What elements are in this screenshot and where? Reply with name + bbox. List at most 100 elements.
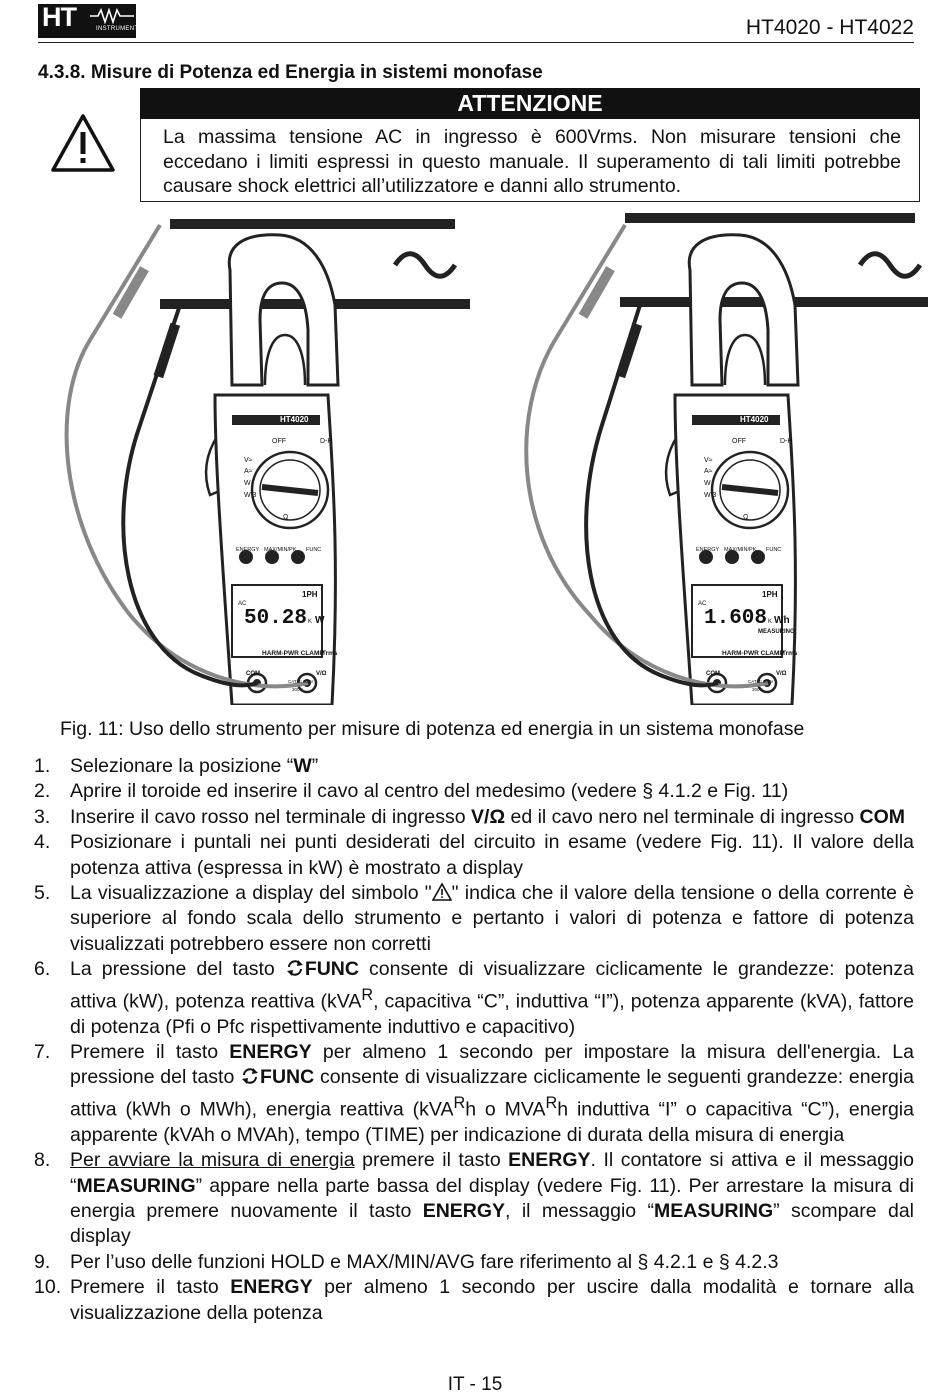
item-number: 2. bbox=[34, 780, 51, 803]
step-text: Premere il tasto bbox=[70, 1040, 230, 1063]
step-text: h induttiva “I” o capacitiva “C”), energ… bbox=[70, 1098, 914, 1146]
brand-left: HT4020 bbox=[280, 415, 309, 424]
lcd-ph-right: 1PH bbox=[762, 590, 778, 599]
step-text: premere il tasto bbox=[354, 1149, 509, 1172]
item-number: 6. bbox=[34, 958, 51, 981]
step-text: Aprire il toroide ed inserire il cavo al… bbox=[70, 780, 789, 803]
dial-w-right: W bbox=[704, 480, 711, 487]
step-text: ” appare nella parte bassa del display (… bbox=[70, 1174, 914, 1222]
step-text: h o MVA bbox=[465, 1098, 546, 1121]
black-lead-right bbox=[584, 304, 719, 688]
btn-maxmin-right: MAX/MIN/PK bbox=[724, 547, 757, 553]
section-title: 4.3.8. Misure di Potenza ed Energia in s… bbox=[38, 62, 543, 83]
lcd-ac-left: AC bbox=[238, 601, 247, 607]
btn-func-left: FUNC bbox=[306, 547, 321, 553]
step-keyword: MEASURING bbox=[653, 1199, 774, 1222]
superscript: R bbox=[453, 1093, 466, 1112]
step-keyword: ENERGY bbox=[508, 1149, 591, 1172]
warning-small-icon bbox=[431, 882, 453, 901]
step-keyword: ENERGY bbox=[422, 1199, 506, 1222]
com-right: COM bbox=[706, 671, 720, 677]
red-lead-left bbox=[64, 223, 309, 689]
dial-w-left: W bbox=[244, 480, 251, 487]
dial-ohm-right: Ω bbox=[743, 514, 748, 521]
black-probe-left bbox=[153, 322, 181, 379]
list-item: 8. Per avviare la misura di energia preme… bbox=[34, 1148, 914, 1250]
step-text: consente di visualizzare ciclicamente le… bbox=[70, 958, 914, 1013]
list-item: 7.Premere il tasto ENERGY per almeno 1 s… bbox=[34, 1040, 914, 1148]
trms-left: Trms bbox=[322, 650, 338, 657]
superscript: R bbox=[361, 985, 374, 1004]
dial-off-right: OFF bbox=[732, 438, 746, 445]
red-probe-right bbox=[578, 266, 615, 319]
cat2-left: 300V bbox=[292, 687, 303, 692]
dial-a-left: A≈ bbox=[244, 468, 253, 475]
step-text: Per l’uso delle funzioni HOLD e MAX/MIN/… bbox=[70, 1250, 779, 1273]
step-keyword: FUNC bbox=[304, 958, 359, 981]
model-label-left: HARM-PWR CLAMP bbox=[262, 650, 324, 657]
dial-dh-right: D-H bbox=[780, 438, 792, 445]
warning-text: La massima tensione AC in ingresso è 600… bbox=[163, 126, 901, 197]
list-item: 5.La visualizzazione a display del simbo… bbox=[34, 881, 914, 957]
warning-triangle-icon bbox=[51, 114, 115, 172]
cat-right: CAT III 600V bbox=[748, 679, 773, 684]
cable-top-right bbox=[625, 213, 915, 223]
btn-maxmin-left: MAX/MIN/PK bbox=[264, 547, 297, 553]
ac-symbol-left bbox=[392, 251, 458, 279]
step-keyword: V/Ω bbox=[471, 805, 506, 828]
step-text: ” scompare dal display bbox=[70, 1199, 914, 1248]
step-text: ed il cavo nero nel terminale di ingress… bbox=[505, 805, 860, 828]
step-text: Premere il tasto bbox=[70, 1276, 231, 1299]
step-underlined: Per avviare la misura di energia bbox=[70, 1149, 355, 1172]
item-number: 1. bbox=[34, 755, 51, 777]
btn-energy-right: ENERGY bbox=[696, 547, 720, 553]
item-number: 5. bbox=[34, 882, 51, 905]
item-number: 7. bbox=[34, 1040, 51, 1063]
step-keyword: FUNC bbox=[260, 1066, 315, 1089]
dial-ohm-left: Ω bbox=[283, 514, 288, 521]
list-item: 4. Posizionare i puntali nei punti deside… bbox=[34, 830, 914, 881]
vohm-right: V/Ω bbox=[776, 671, 787, 677]
black-probe-right bbox=[615, 322, 643, 379]
dial-off-left: OFF bbox=[272, 438, 286, 445]
figure-caption: Fig. 11: Uso dello strumento per misure … bbox=[60, 718, 805, 740]
step-text: Posizionare i puntali nei punti desidera… bbox=[70, 831, 914, 879]
step-text: , il messaggio “ bbox=[505, 1199, 654, 1222]
item-number: 10. bbox=[34, 1276, 62, 1299]
ht-logo: HT INSTRUMENTS bbox=[38, 2, 142, 38]
lcd-ph-left: 1PH bbox=[302, 590, 318, 599]
cycle-arrows-icon bbox=[242, 1068, 259, 1085]
page-number: IT - 15 bbox=[447, 1374, 503, 1395]
brand-right: HT4020 bbox=[740, 415, 769, 424]
procedure-list: 1.Selezionare la posizione “W” 2.Aprire … bbox=[34, 754, 914, 1326]
step-text: Selezionare la posizione “ bbox=[70, 755, 294, 777]
cat2-right: 300V bbox=[752, 687, 763, 692]
ac-symbol-right bbox=[857, 251, 923, 279]
com-left: COM bbox=[246, 671, 260, 677]
item-number: 8. bbox=[34, 1149, 51, 1172]
warning-title: ATTENZIONE bbox=[140, 88, 920, 119]
item-number: 3. bbox=[34, 805, 51, 828]
step-keyword: MEASURING bbox=[76, 1174, 196, 1197]
vohm-left: V/Ω bbox=[316, 671, 327, 677]
lcd-unit-right: Wh bbox=[774, 615, 790, 626]
model-label-right: HARM-PWR CLAMP bbox=[722, 650, 784, 657]
lcd-k-right: K bbox=[768, 619, 772, 625]
item-number: 4. bbox=[34, 831, 51, 854]
dial-w3-left: W 3 bbox=[244, 492, 257, 499]
superscript: R bbox=[545, 1093, 558, 1112]
model-name: HT4020 - HT4022 bbox=[745, 16, 914, 39]
cable-top-left bbox=[170, 219, 455, 229]
step-text: , capacitiva “C”, induttiva “I”), potenz… bbox=[70, 990, 914, 1038]
logo-text: HT bbox=[42, 2, 77, 32]
step-text: per almeno 1 secondo per uscire dalla mo… bbox=[70, 1276, 914, 1324]
dial-v-left: V≈ bbox=[244, 457, 253, 464]
step-text: " indica che il valore della tensione o … bbox=[70, 882, 914, 955]
list-item: 10.Premere il tasto ENERGY per almeno 1 … bbox=[34, 1275, 914, 1326]
logo-subtitle: INSTRUMENTS bbox=[96, 26, 143, 32]
dial-dh-left: D-H bbox=[320, 438, 332, 445]
item-number: 9. bbox=[34, 1250, 51, 1273]
lcd-value-right: 1.608 bbox=[704, 607, 767, 630]
dial-a-right: A≈ bbox=[704, 468, 713, 475]
red-probe-left bbox=[112, 266, 149, 319]
